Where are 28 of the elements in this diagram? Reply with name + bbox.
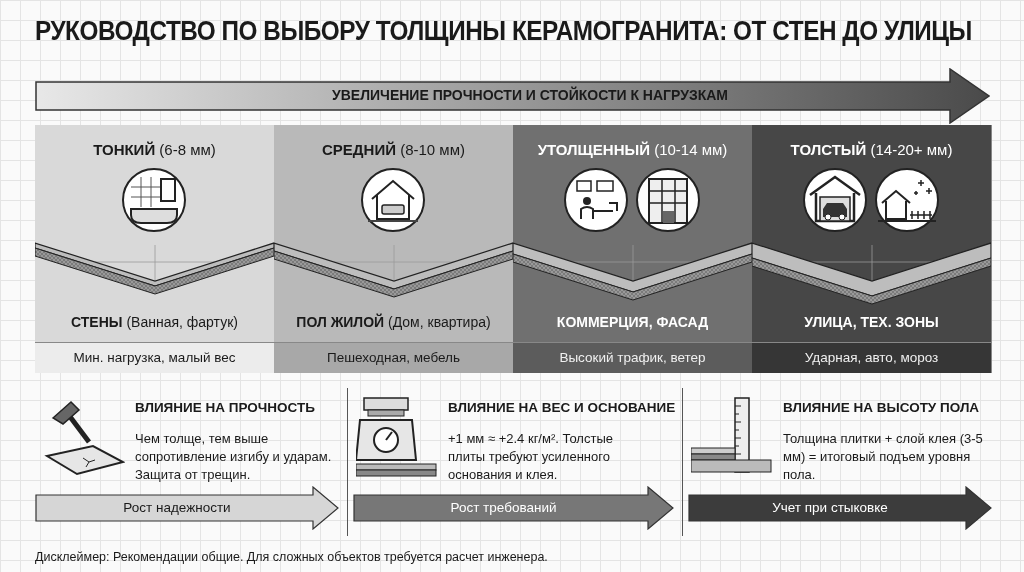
- application-text: СТЕНЫ (Ванная, фартук): [70, 314, 239, 330]
- thickness-panel: [513, 125, 753, 373]
- application-text: КОММЕРЦИЯ, ФАСАД: [555, 314, 710, 330]
- panel-heading: ВЛИЯНИЕ НА ВЫСОТУ ПОЛА: [783, 400, 980, 415]
- arrow-label: УВЕЛИЧЕНИЕ ПРОЧНОСТИ И СТОЙКОСТИ К НАГРУЗКАМ: [331, 87, 729, 103]
- title: РУКОВОДСТВО ПО ВЫБОРУ ТОЛЩИНЫ КЕРАМОГРАНИТА: ОТ СТЕН ДО УЛИЦЫ: [35, 16, 972, 47]
- load-description: Мин. нагрузка, малый вес: [35, 342, 274, 373]
- panel-heading: ТОЛСТЫЙ (14-20+ мм): [789, 141, 954, 158]
- load-description: Пешеходная, мебель: [274, 342, 513, 373]
- application-text: ПОЛ ЖИЛОЙ (Дом, квартира): [295, 314, 492, 330]
- panel-text: +1 мм ≈ +2.4 кг/м². Толстые плиты требуют усиленного основания и клея.: [448, 430, 614, 484]
- panel-heading: СРЕДНИЙ (8-10 мм): [321, 141, 466, 158]
- load-description: Ударная, авто, мороз: [752, 342, 991, 373]
- panel-heading: УТОЛЩЕННЫЙ (10-14 мм): [536, 141, 729, 158]
- arrow-label: Учет при стыковке: [771, 500, 889, 515]
- thickness-panel: [35, 125, 275, 373]
- thickness-panel: [752, 125, 992, 373]
- arrow-label: Рост надежности: [122, 500, 232, 515]
- panel-heading: ТОНКИЙ (6-8 мм): [92, 141, 217, 158]
- panel-heading: ВЛИЯНИЕ НА ПРОЧНОСТЬ: [135, 400, 315, 415]
- disclaimer-note: Дисклеймер: Рекомендации общие. Для сложных объектов требуется расчет инженера.: [35, 550, 548, 564]
- panel-text: Чем толще, тем выше сопротивление изгибу и ударам. Защита от трещин.: [135, 430, 333, 484]
- thickness-panel: [274, 125, 514, 373]
- load-description: Высокий трафик, ветер: [513, 342, 752, 373]
- panel-text: Толщина плитки + слой клея (3-5 мм) = итоговый подъем уровня пола.: [783, 430, 983, 484]
- arrow-label: Рост требований: [449, 500, 558, 515]
- panel-heading: ВЛИЯНИЕ НА ВЕС И ОСНОВАНИЕ: [448, 400, 676, 415]
- application-text: УЛИЦА, ТЕХ. ЗОНЫ: [803, 314, 940, 330]
